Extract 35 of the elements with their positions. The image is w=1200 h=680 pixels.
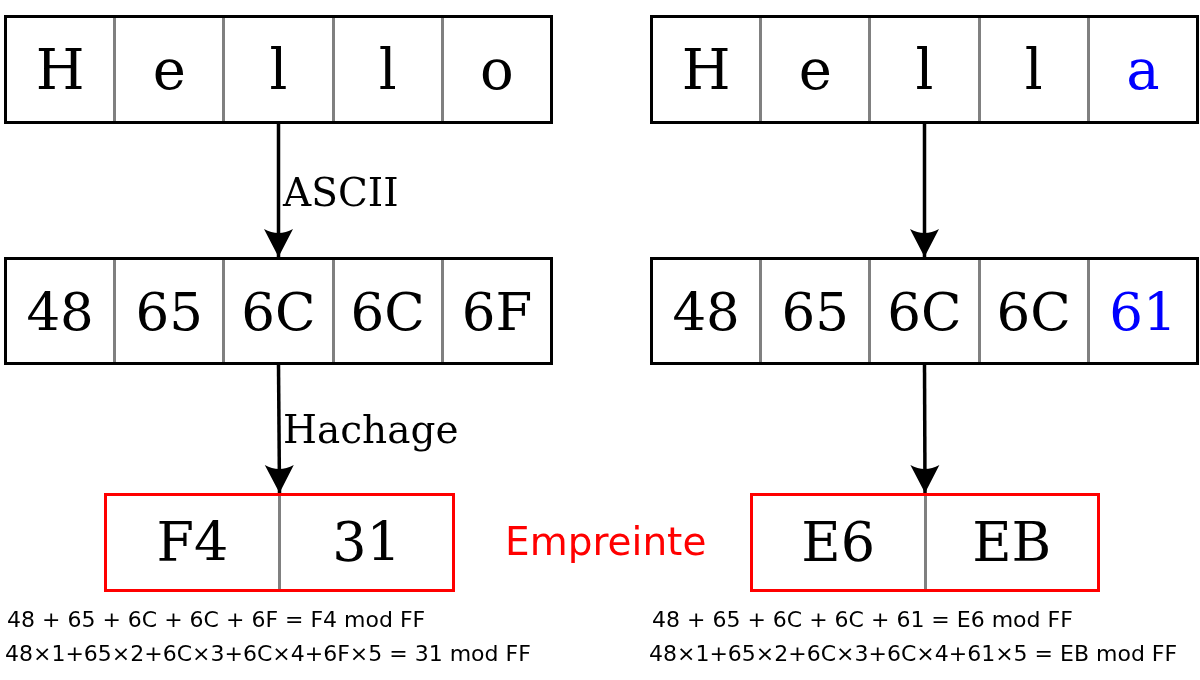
cell-text: 6C <box>887 284 962 338</box>
cell-text: H <box>681 41 731 98</box>
cell-text: F4 <box>156 515 229 570</box>
cell-text: 31 <box>332 515 401 570</box>
cell-text: 48 <box>26 284 94 338</box>
formula-text: 48×1+65×2+6C×3+6C×4+61×5 = EB mod FF <box>649 643 1178 665</box>
formula-text: 48 + 65 + 6C + 6C + 61 = E6 mod FF <box>652 609 1073 631</box>
annotation-text: Empreinte <box>505 522 707 561</box>
cell-text: 6C <box>996 284 1071 338</box>
cell-text: EB <box>972 515 1052 570</box>
byte-row-box <box>650 257 1199 365</box>
cell-text: 65 <box>781 284 850 338</box>
cell-text: 6F <box>461 284 533 338</box>
cell-text: l <box>1024 41 1043 98</box>
cell-text: l <box>915 41 934 98</box>
cell-text: 6C <box>350 284 425 338</box>
cell-text: 6C <box>241 284 316 338</box>
formula-text: 48 + 65 + 6C + 6C + 6F = F4 mod FF <box>7 609 426 631</box>
cell-text: e <box>152 41 186 98</box>
cell-text: 65 <box>135 284 204 338</box>
byte-row-box <box>4 257 553 365</box>
cell-text: E6 <box>801 515 876 570</box>
cell-text: l <box>269 41 288 98</box>
character-row-box <box>4 15 553 124</box>
cell-text: H <box>35 41 85 98</box>
hash-box <box>750 493 1100 592</box>
cell-text: e <box>798 41 832 98</box>
cell-text: 61 <box>1109 284 1177 338</box>
formula-text: 48×1+65×2+6C×3+6C×4+6F×5 = 31 mod FF <box>5 643 531 665</box>
cell-text: l <box>378 41 397 98</box>
cell-text: 48 <box>672 284 740 338</box>
cell-text: o <box>480 41 514 98</box>
hash-box <box>104 493 455 592</box>
character-row-box <box>650 15 1199 124</box>
cell-text: a <box>1126 41 1160 98</box>
